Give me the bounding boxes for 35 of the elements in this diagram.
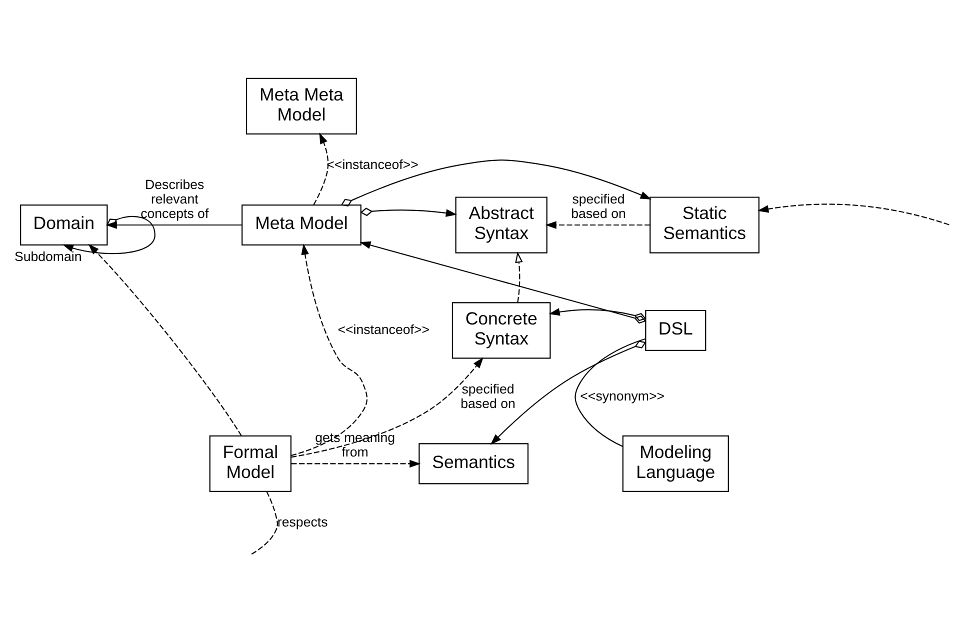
node-box: Static Semantics	[649, 196, 759, 254]
arrow	[62, 216, 155, 254]
connector	[574, 338, 645, 448]
arrow	[88, 244, 242, 436]
edge-label: respects	[276, 514, 328, 530]
edge-label: <<instanceof>>	[337, 322, 430, 337]
node-box: Modeling Language	[622, 435, 728, 492]
node-box: Formal Model	[208, 435, 291, 492]
arrow	[340, 160, 651, 207]
node-box: Meta Meta Model	[245, 78, 356, 135]
node-box: Meta Model	[241, 204, 361, 246]
arrow	[514, 252, 522, 302]
connector	[250, 491, 278, 556]
node-box: Concrete Syntax	[451, 302, 550, 359]
edge-label: <<instanceof>>	[326, 157, 418, 172]
arrow	[490, 340, 646, 445]
arrow	[757, 204, 949, 226]
node-box: Semantics	[418, 443, 528, 484]
arrow	[544, 221, 650, 229]
node-box: Domain	[20, 204, 108, 246]
node-box: DSL	[644, 310, 706, 352]
edge-label: <<synonym>>	[580, 388, 664, 404]
arrow	[290, 357, 483, 458]
edge-label: Subdomain	[14, 249, 82, 264]
arrow	[548, 308, 646, 322]
arrow	[290, 460, 420, 468]
arrow	[105, 221, 242, 229]
arrow	[359, 241, 646, 324]
edge-label: Describes relevant concepts of	[140, 177, 208, 221]
arrow	[312, 132, 328, 206]
edge-label: specified based on	[570, 191, 626, 221]
arrow	[360, 208, 457, 217]
node-box: Abstract Syntax	[454, 196, 547, 254]
arrow	[290, 244, 368, 456]
edge-label: specified based on	[460, 381, 515, 411]
